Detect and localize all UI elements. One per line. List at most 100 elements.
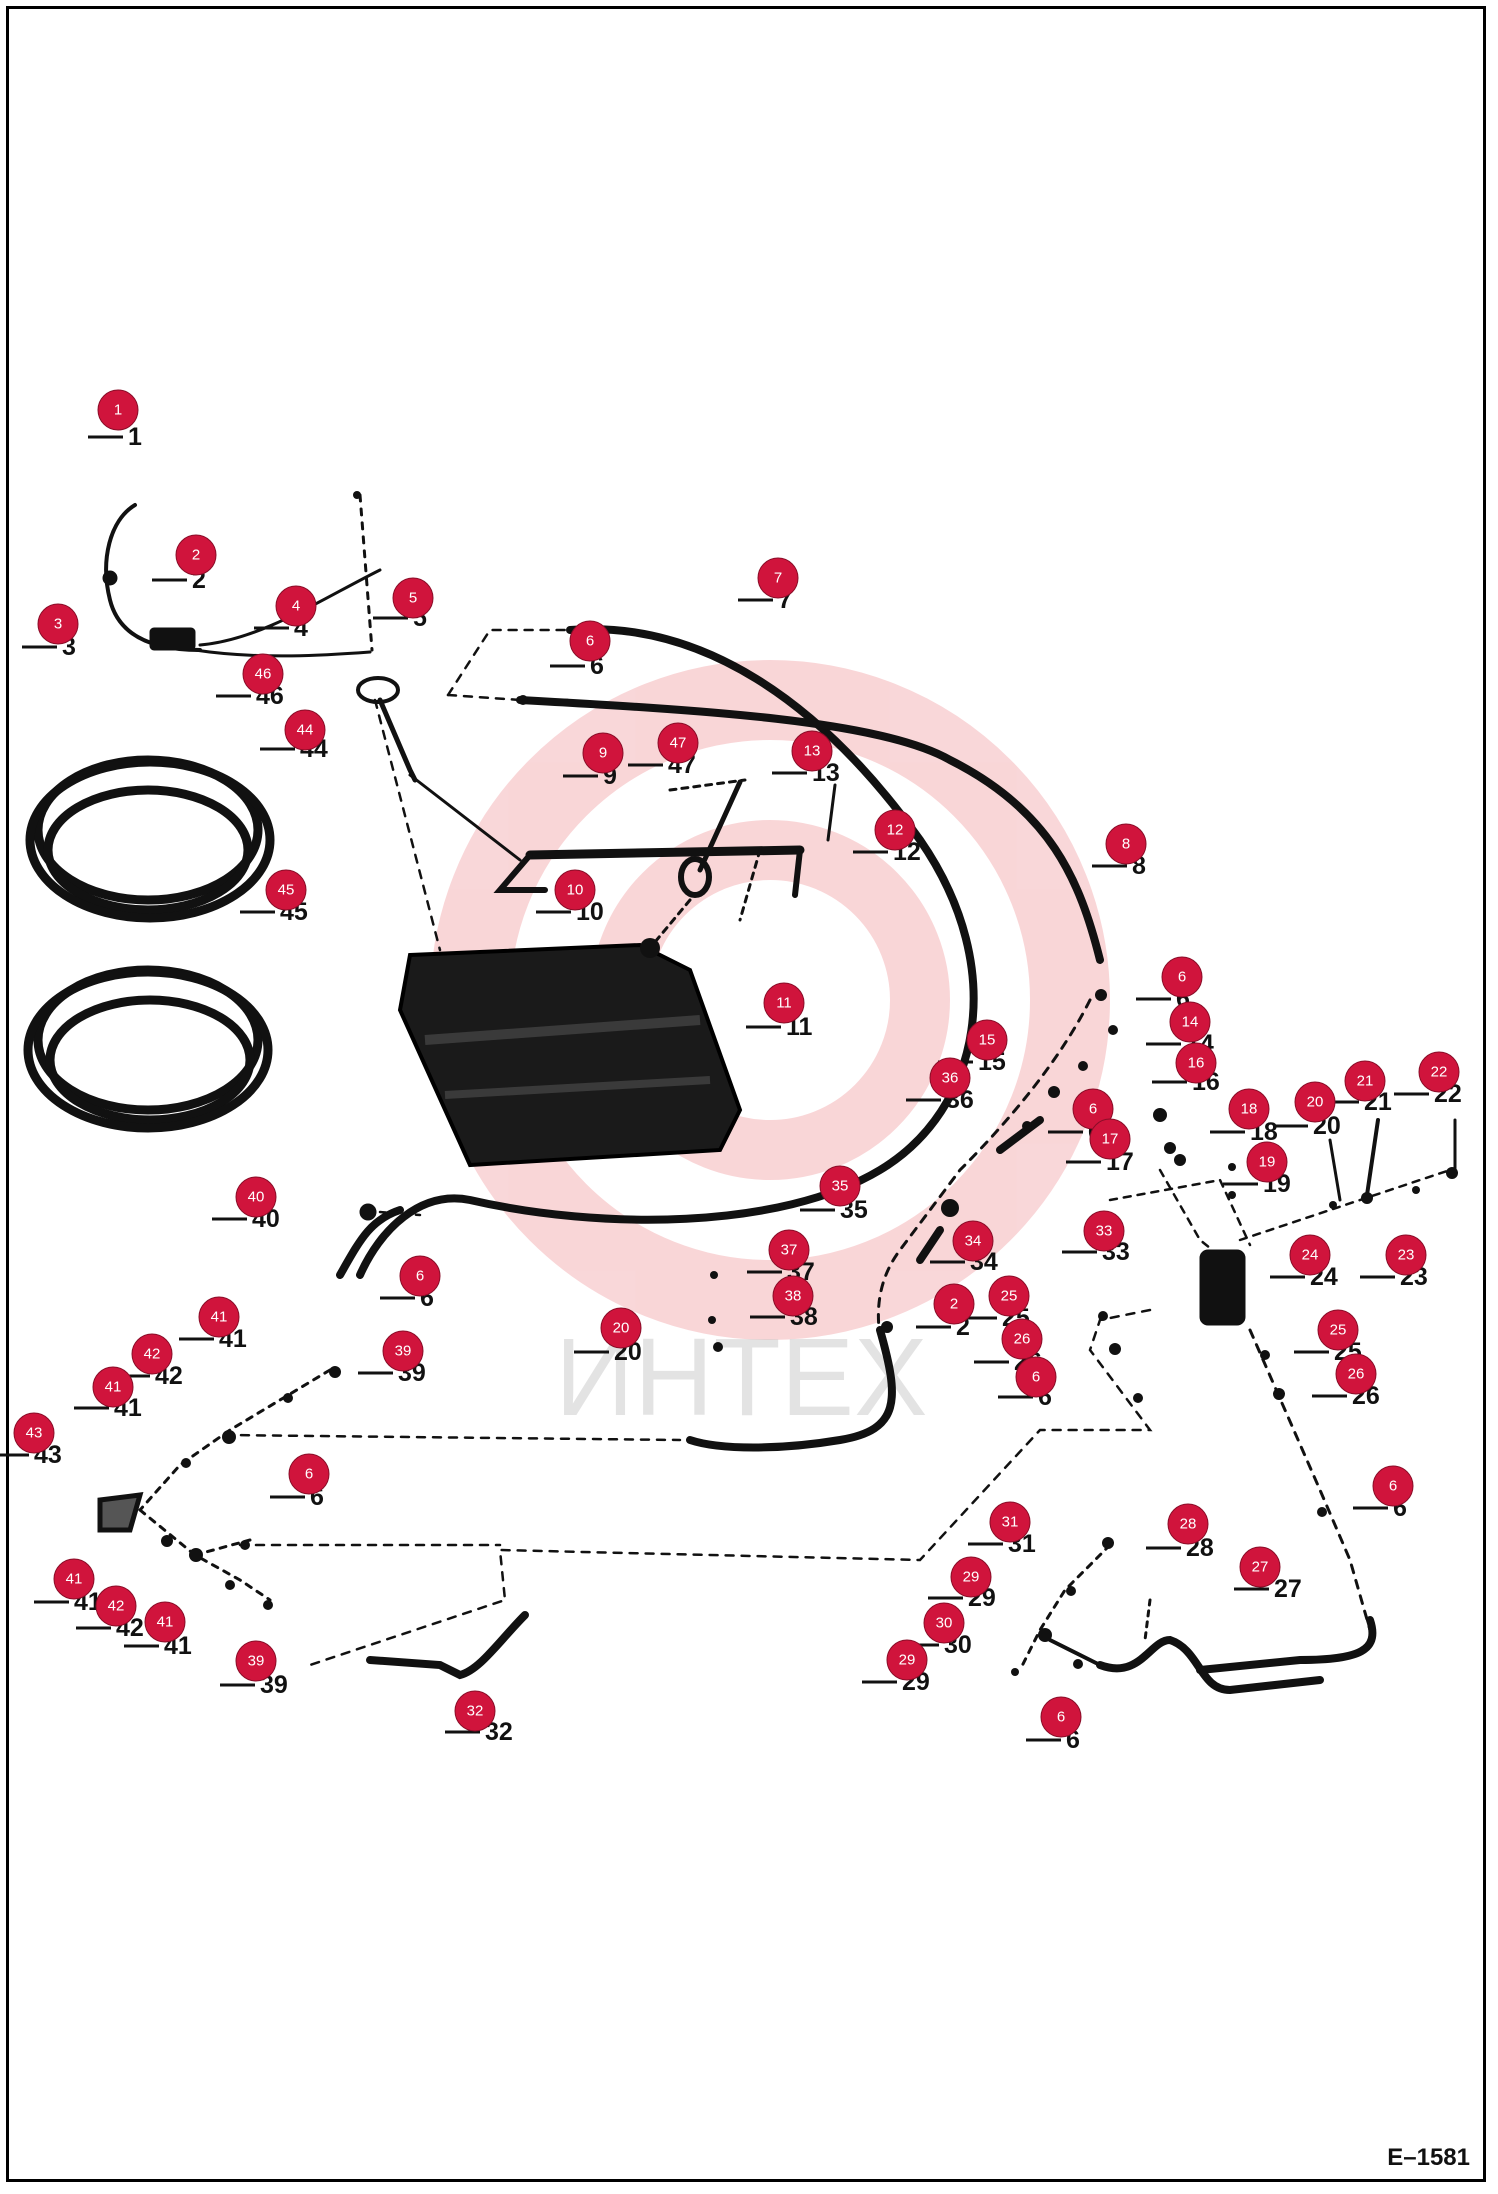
callout-badge[interactable]: 22 [1418, 1051, 1460, 1093]
badge-number: 36 [942, 1070, 959, 1087]
callout-badge[interactable]: 12 [874, 809, 916, 851]
callout-badge[interactable]: 36 [929, 1057, 971, 1099]
parts-linework [23, 493, 1457, 1695]
badge-number: 15 [979, 1032, 996, 1049]
callout-badge[interactable]: 25 [988, 1275, 1030, 1317]
badge-number: 38 [785, 1288, 802, 1305]
badge-circle [886, 1639, 928, 1681]
callout-badge[interactable]: 42 [95, 1585, 137, 1627]
badge-circle [1175, 1042, 1217, 1084]
callout-badge[interactable]: 24 [1289, 1234, 1331, 1276]
callout-badge[interactable]: 3 [37, 603, 79, 645]
callout-badge[interactable]: 41 [144, 1601, 186, 1643]
badge-circle [235, 1176, 277, 1218]
callout-badge[interactable]: 6 [1161, 956, 1203, 998]
callout-badge[interactable]: 20 [1294, 1081, 1336, 1123]
badge-number: 9 [599, 745, 607, 762]
callout-badge[interactable]: 9 [582, 732, 624, 774]
badge-number: 41 [157, 1614, 174, 1631]
callout-badge[interactable]: 39 [382, 1330, 424, 1372]
badge-circle [1239, 1546, 1281, 1588]
callout-badge[interactable]: 8 [1105, 823, 1147, 865]
badge-number: 40 [248, 1189, 265, 1206]
callout-badge[interactable]: 44 [284, 709, 326, 751]
callout-badge[interactable]: 23 [1385, 1234, 1427, 1276]
badge-number: 35 [832, 1178, 849, 1195]
badge-circle [1161, 956, 1203, 998]
callout-badge[interactable]: 5 [392, 577, 434, 619]
badge-circle [989, 1501, 1031, 1543]
callout-badge[interactable]: 14 [1169, 1001, 1211, 1043]
callout-badge[interactable]: 6 [1040, 1696, 1082, 1738]
callout-badge[interactable]: 4 [275, 585, 317, 627]
callout-badge[interactable]: 13 [791, 730, 833, 772]
callout-badge[interactable]: 26 [1335, 1353, 1377, 1395]
badge-number: 6 [305, 1466, 313, 1483]
badge-circle [1015, 1356, 1057, 1398]
callout-badge[interactable]: 16 [1175, 1042, 1217, 1084]
callout-badge[interactable]: 37 [768, 1229, 810, 1271]
callout-badge[interactable]: 15 [966, 1019, 1008, 1061]
callout-badge[interactable]: 41 [53, 1558, 95, 1600]
badge-number: 29 [963, 1569, 980, 1586]
callout-badge[interactable]: 34 [952, 1220, 994, 1262]
badge-number: 6 [1057, 1709, 1065, 1726]
callout-badge[interactable]: 1 [97, 389, 139, 431]
callout-badge[interactable]: 41 [198, 1296, 240, 1338]
badge-circle [1040, 1696, 1082, 1738]
callout-badge[interactable]: 6 [1372, 1465, 1414, 1507]
badge-number: 37 [781, 1242, 798, 1259]
callout-badge[interactable]: 29 [886, 1639, 928, 1681]
callout-badge[interactable]: 25 [1317, 1309, 1359, 1351]
badge-number: 34 [965, 1233, 982, 1250]
badge-number: 39 [248, 1653, 265, 1670]
callout-badge[interactable]: 35 [819, 1165, 861, 1207]
callout-badge[interactable]: 2 [175, 534, 217, 576]
callout-badge[interactable]: 31 [989, 1501, 1031, 1543]
callout-badge[interactable]: 27 [1239, 1546, 1281, 1588]
badge-number: 2 [950, 1296, 958, 1313]
callout-badge[interactable]: 6 [1015, 1356, 1057, 1398]
callout-badge[interactable]: 6 [399, 1255, 441, 1297]
callout-badge[interactable]: 10 [554, 869, 596, 911]
callout-badge[interactable]: 28 [1167, 1503, 1209, 1545]
badge-circle [1246, 1141, 1288, 1183]
callout-badge[interactable]: 20 [600, 1307, 642, 1349]
badge-circle [97, 389, 139, 431]
badge-circle [1169, 1001, 1211, 1043]
callout-badge[interactable]: 7 [757, 557, 799, 599]
callout-badge[interactable]: 41 [92, 1366, 134, 1408]
badge-circle [175, 534, 217, 576]
badge-number: 12 [887, 822, 904, 839]
badge-circle [757, 557, 799, 599]
callout-badge[interactable]: 29 [950, 1556, 992, 1598]
callout-badge[interactable]: 19 [1246, 1141, 1288, 1183]
callout-badge[interactable]: 39 [235, 1640, 277, 1682]
callout-badge[interactable]: 6 [569, 620, 611, 662]
callout-badge[interactable]: 46 [242, 653, 284, 695]
callout-badge[interactable]: 38 [772, 1275, 814, 1317]
callout-badge[interactable]: 40 [235, 1176, 277, 1218]
badge-circle [569, 620, 611, 662]
badge-circle [1089, 1118, 1131, 1160]
callout-badge[interactable]: 45 [265, 869, 307, 911]
callout-badge[interactable]: 26 [1001, 1318, 1043, 1360]
callout-badge[interactable]: 6 [288, 1453, 330, 1495]
callout-badge[interactable]: 18 [1228, 1088, 1270, 1130]
badge-number: 46 [255, 666, 272, 683]
badge-number: 6 [1089, 1101, 1097, 1118]
callout-badge[interactable]: 47 [657, 722, 699, 764]
badge-circle [92, 1366, 134, 1408]
callout-badge[interactable]: 33 [1083, 1210, 1125, 1252]
callout-badge[interactable]: 42 [131, 1333, 173, 1375]
callout-badge[interactable]: 2 [933, 1283, 975, 1325]
callout-badge[interactable]: 32 [454, 1690, 496, 1732]
callout-badge[interactable]: 43 [13, 1412, 55, 1454]
part-number-label: 1 [128, 423, 142, 451]
badge-circle [235, 1640, 277, 1682]
callout-badge[interactable]: 17 [1089, 1118, 1131, 1160]
callout-badge[interactable]: 30 [923, 1602, 965, 1644]
callout-badge[interactable]: 11 [763, 982, 805, 1024]
callout-badge[interactable]: 21 [1344, 1060, 1386, 1102]
